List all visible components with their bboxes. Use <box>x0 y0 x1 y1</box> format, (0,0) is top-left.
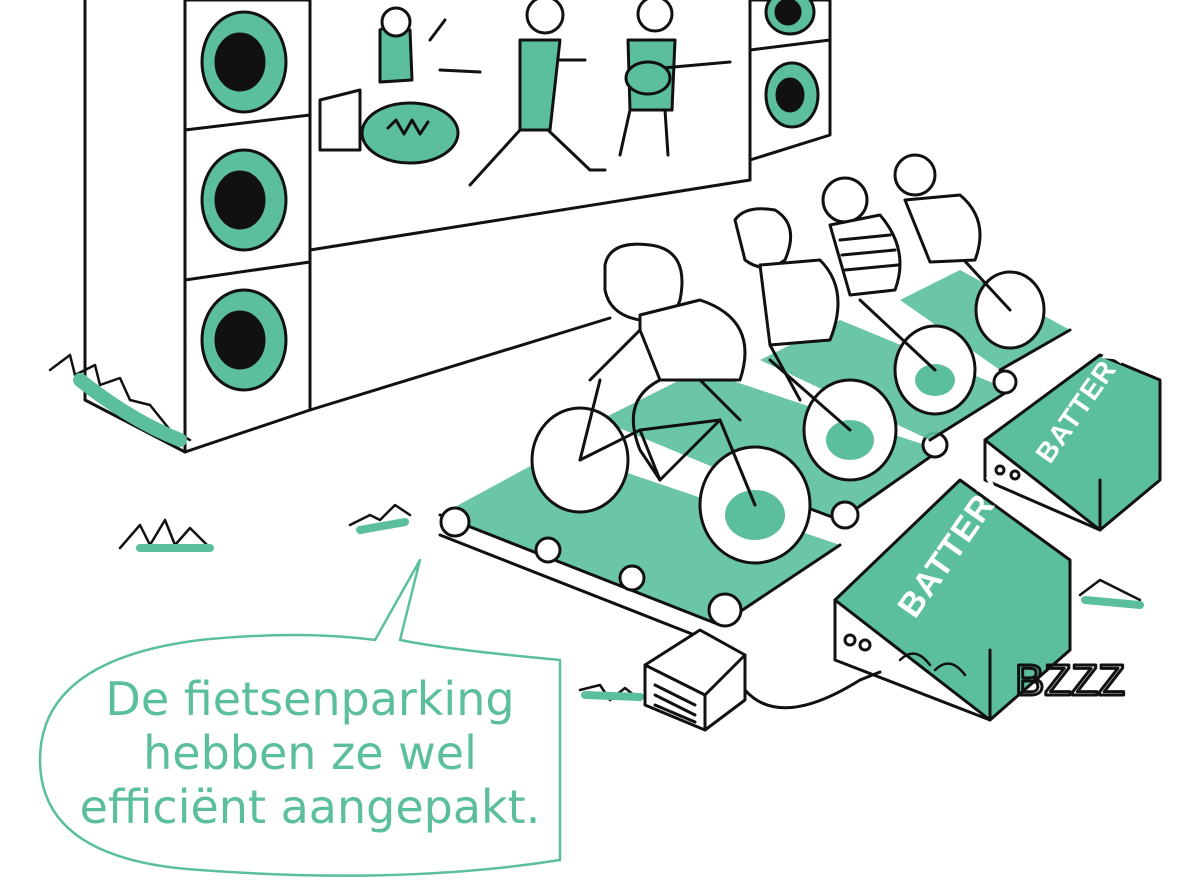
treadmill-front <box>438 450 842 647</box>
grass-tuft-box <box>578 683 644 702</box>
caption-line-3: efficiënt aangepakt. <box>79 780 541 834</box>
speech-bubble <box>38 558 562 877</box>
speaker-wall-right <box>748 0 832 162</box>
grass-tuft-center <box>118 518 214 552</box>
rider-front <box>588 242 747 482</box>
sound-effect-text: BZZZ <box>1015 656 1125 705</box>
speaker-cone-2 <box>200 148 288 252</box>
caption-line-1: De fietsenparking <box>105 672 515 726</box>
band-drummer <box>318 6 482 165</box>
rider-third <box>821 176 902 297</box>
bike-second <box>768 358 898 482</box>
band-guitarist <box>618 0 732 157</box>
stage-screen <box>308 0 752 412</box>
grass-tuft-left <box>48 353 192 447</box>
caption-line-2: hebben ze wel <box>143 726 477 780</box>
battery-back <box>983 353 1162 532</box>
grass-tuft-mid <box>348 503 412 534</box>
battery-front <box>833 478 1072 722</box>
speech-bubble-caption: De fietsenparking hebben ze wel efficiën… <box>40 672 580 834</box>
rider-second <box>733 207 840 402</box>
rider-back <box>893 153 982 264</box>
speaker-cone-1 <box>200 10 288 114</box>
speaker-cone-3 <box>200 288 288 392</box>
cable <box>743 670 882 710</box>
grass-tuft-right <box>1078 578 1144 609</box>
control-box <box>643 628 747 732</box>
band-singer <box>468 0 607 187</box>
bike-third <box>858 298 977 416</box>
